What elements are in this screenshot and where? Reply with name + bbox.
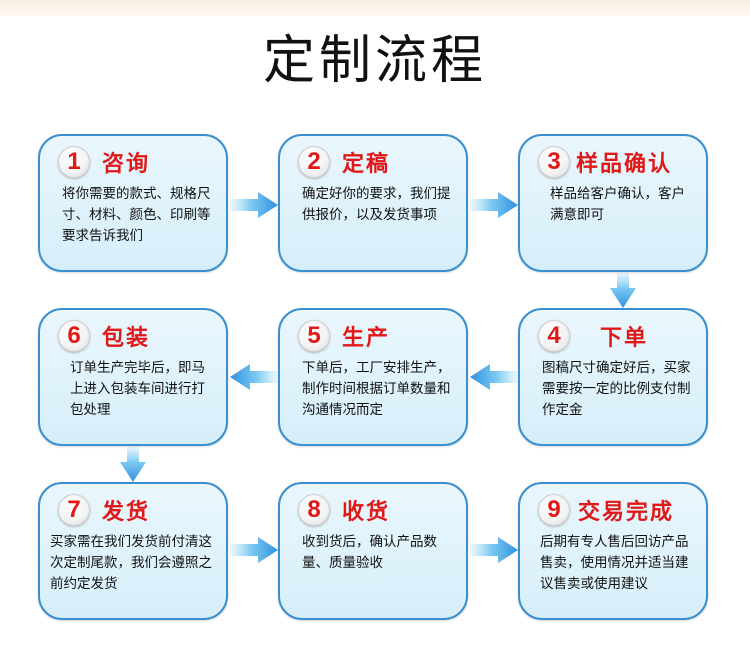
step-number-badge: 3 — [538, 146, 570, 178]
step-description: 买家需在我们发货前付清这次定制尾款，我们会遵照之前约定发货 — [50, 534, 212, 592]
arrow-left-icon — [230, 364, 278, 390]
step-number-badge: 5 — [298, 320, 330, 352]
step-description: 收到货后，确认产品数量、质量验收 — [302, 534, 437, 571]
step-description: 订单生产完毕后，即马上进入包装车间进行打包处理 — [70, 360, 205, 418]
step-heading: 生产 — [342, 326, 391, 351]
step-card-9: 9 交易完成 后期有专人售后回访产品售卖，使用情况并适当建议售卖或使用建议 — [518, 482, 708, 620]
step-number-badge: 4 — [538, 320, 570, 352]
arrow-right-icon — [230, 192, 278, 218]
step-heading: 样品确认 — [576, 152, 673, 177]
step-number-badge: 7 — [58, 494, 90, 526]
step-number-badge: 9 — [538, 494, 570, 526]
page-title: 定制流程 — [262, 31, 487, 91]
step-card-4: 4 下单 图稿尺寸确定好后，买家需要按一定的比例支付制作定金 — [518, 308, 708, 446]
step-heading: 收货 — [342, 500, 391, 525]
step-description: 样品给客户确认，客户满意即可 — [550, 186, 685, 223]
step-number-badge: 2 — [298, 146, 330, 178]
step-card-5: 5 生产 下单后，工厂安排生产，制作时间根据订单数量和沟通情况而定 — [278, 308, 468, 446]
step-description: 后期有专人售后回访产品售卖，使用情况并适当建议售卖或使用建议 — [540, 534, 689, 592]
arrow-down-icon — [610, 272, 636, 308]
step-heading: 发货 — [102, 500, 151, 525]
step-card-1: 1 咨询 将你需要的款式、规格尺寸、材料、颜色、印刷等要求告诉我们 — [38, 134, 228, 272]
step-description: 图稿尺寸确定好后，买家需要按一定的比例支付制作定金 — [542, 360, 691, 418]
step-card-6: 6 包装 订单生产完毕后，即马上进入包装车间进行打包处理 — [38, 308, 228, 446]
step-heading: 定稿 — [342, 152, 391, 177]
arrow-right-icon — [470, 537, 518, 563]
step-card-7: 7 发货 买家需在我们发货前付清这次定制尾款，我们会遵照之前约定发货 — [38, 482, 228, 620]
step-card-8: 8 收货 收到货后，确认产品数量、质量验收 — [278, 482, 468, 620]
step-number-badge: 8 — [298, 494, 330, 526]
top-band — [0, 0, 750, 16]
step-heading: 咨询 — [102, 152, 151, 177]
step-card-2: 2 定稿 确定好你的要求，我们提供报价，以及发货事项 — [278, 134, 468, 272]
step-heading: 下单 — [600, 326, 649, 351]
step-heading: 包装 — [102, 326, 151, 351]
step-number-badge: 6 — [58, 320, 90, 352]
step-description: 确定好你的要求，我们提供报价，以及发货事项 — [302, 186, 451, 223]
step-description: 将你需要的款式、规格尺寸、材料、颜色、印刷等要求告诉我们 — [62, 186, 211, 244]
arrow-down-icon — [120, 446, 146, 482]
arrow-right-icon — [470, 192, 518, 218]
step-heading: 交易完成 — [578, 500, 675, 525]
arrow-left-icon — [470, 364, 518, 390]
arrow-right-icon — [230, 537, 278, 563]
step-description: 下单后，工厂安排生产，制作时间根据订单数量和沟通情况而定 — [302, 360, 451, 418]
step-card-3: 3 样品确认 样品给客户确认，客户满意即可 — [518, 134, 708, 272]
step-number-badge: 1 — [58, 146, 90, 178]
